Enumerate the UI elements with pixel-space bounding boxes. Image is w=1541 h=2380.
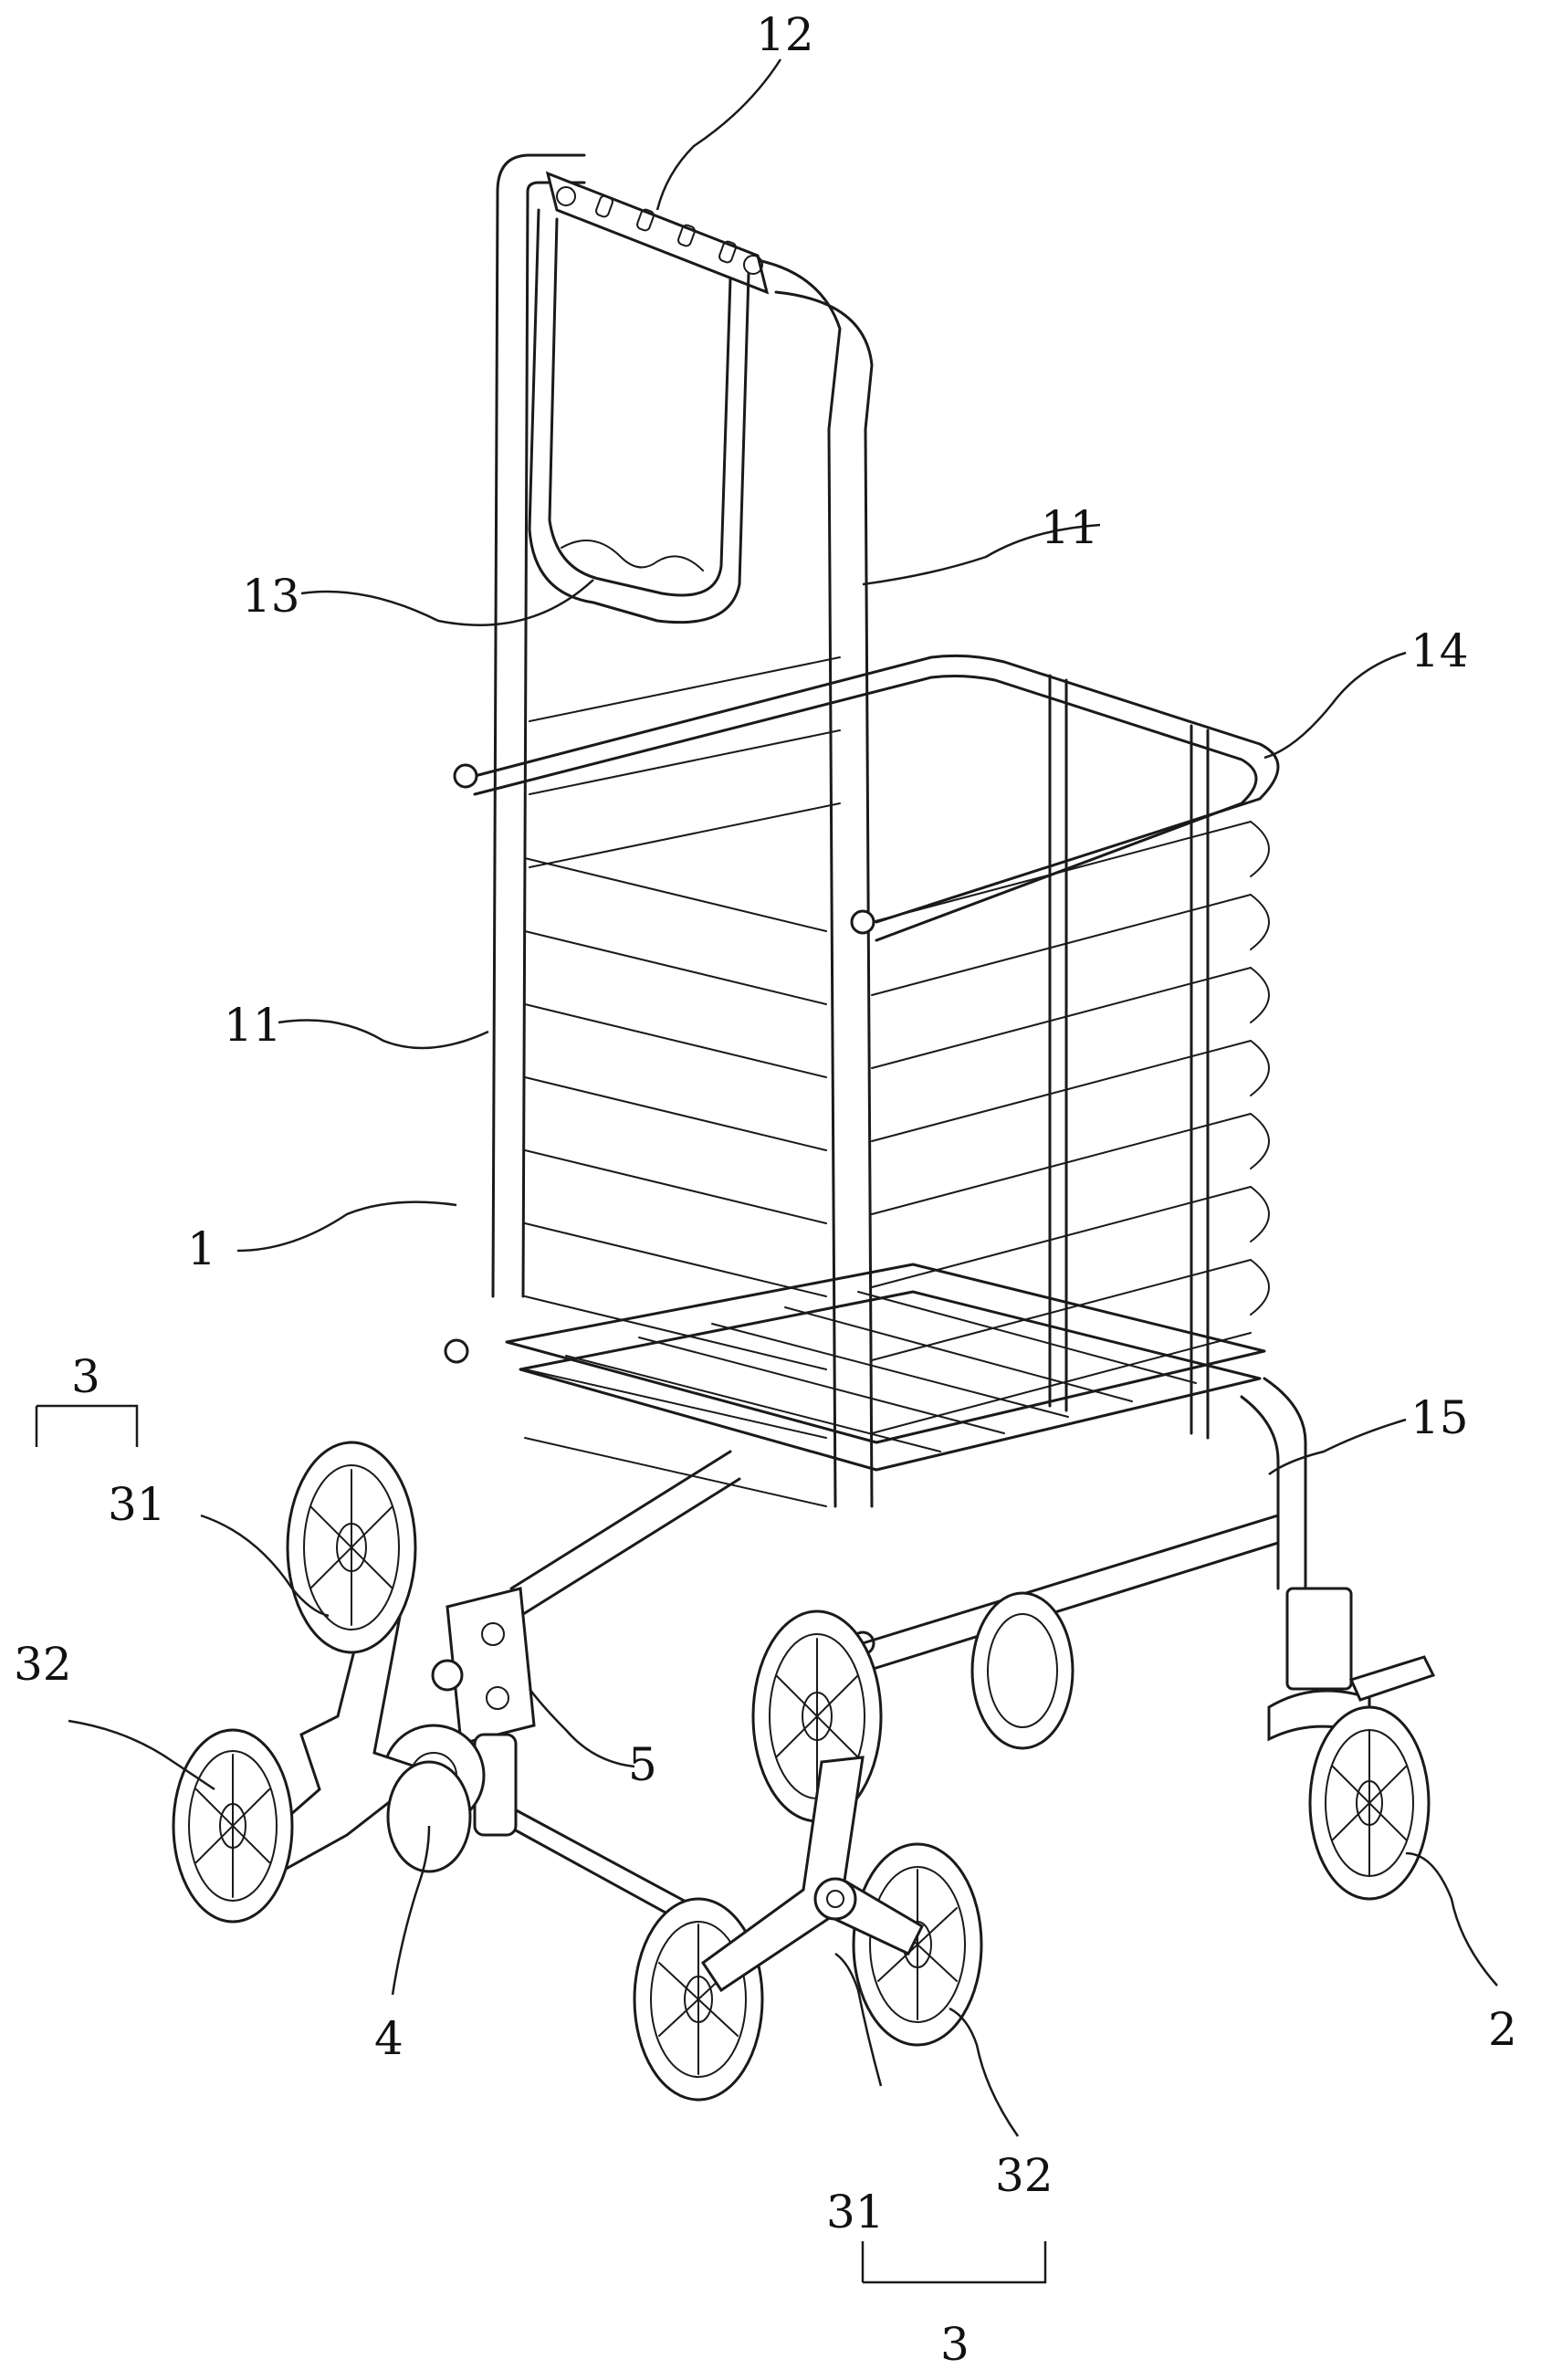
- label-2: 2: [1488, 2003, 1517, 2056]
- wheel-group-bottom: [633, 1609, 983, 2102]
- caster: [1267, 1587, 1436, 1901]
- label-5: 5: [628, 1738, 657, 1791]
- wheel-group-left: [172, 1441, 472, 1924]
- label-32-bottom: 32: [995, 2149, 1054, 2202]
- rear-wheel: [970, 1591, 1075, 1750]
- handle-top: [545, 171, 770, 295]
- basket: [444, 654, 1280, 1656]
- leader-lines: [35, 58, 1498, 2284]
- label-12: 12: [756, 8, 814, 61]
- label-3-bottom: 3: [940, 2318, 970, 2371]
- grip: [528, 208, 750, 624]
- label-11-left: 11: [224, 999, 282, 1052]
- label-14: 14: [1410, 624, 1469, 677]
- label-32-left: 32: [14, 1638, 72, 1691]
- connector-5: [431, 1587, 536, 1837]
- label-3-left: 3: [71, 1350, 100, 1403]
- reference-numerals: 12 13 11 14 11 1 15 3 31 32 5 4 2 32 31 …: [14, 8, 1517, 2371]
- label-31-left: 31: [108, 1478, 166, 1531]
- label-4: 4: [374, 2012, 404, 2065]
- label-11-right: 11: [1041, 501, 1099, 554]
- label-31-bottom: 31: [826, 2186, 885, 2238]
- label-1: 1: [187, 1222, 216, 1275]
- frame-tubes: [491, 153, 874, 1508]
- label-13: 13: [242, 570, 300, 623]
- label-15: 15: [1410, 1391, 1469, 1444]
